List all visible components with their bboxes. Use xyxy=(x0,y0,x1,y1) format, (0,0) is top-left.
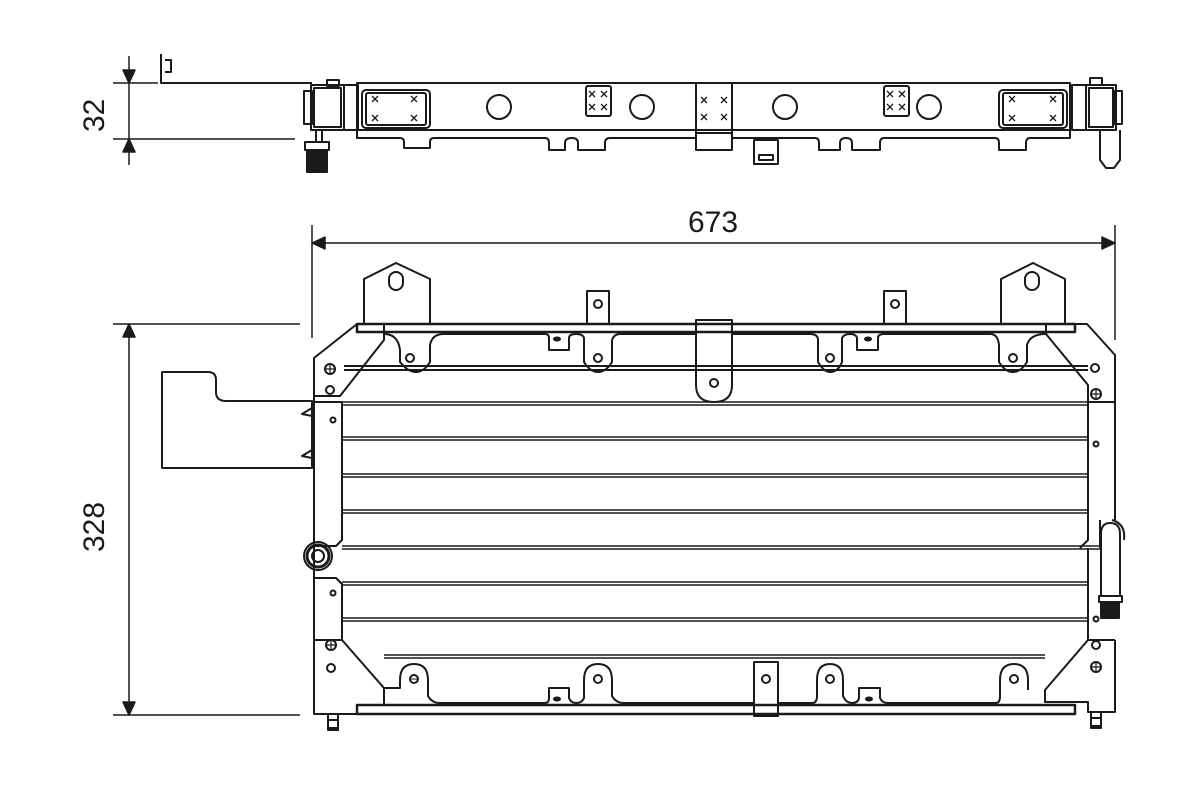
mounting-bracket-right xyxy=(1000,262,1066,324)
top-view xyxy=(113,54,1123,173)
dimension-label-height: 328 xyxy=(78,501,111,552)
outlet-fitting-top xyxy=(1071,77,1123,169)
side-bracket-left xyxy=(161,371,313,469)
tube-rows xyxy=(342,401,1100,659)
mounting-bracket-left xyxy=(363,262,431,324)
dimension-label-depth: 32 xyxy=(78,98,111,132)
outlet-pipe-right xyxy=(1098,519,1126,619)
inlet-fitting-top xyxy=(303,79,345,173)
front-view xyxy=(113,225,1126,731)
dimension-328 xyxy=(113,323,300,716)
x-marks xyxy=(371,95,418,122)
inlet-fitting-left xyxy=(303,541,333,571)
dimension-label-width: 673 xyxy=(688,206,739,239)
dimension-673 xyxy=(311,225,1116,340)
dimension-32 xyxy=(113,56,295,165)
